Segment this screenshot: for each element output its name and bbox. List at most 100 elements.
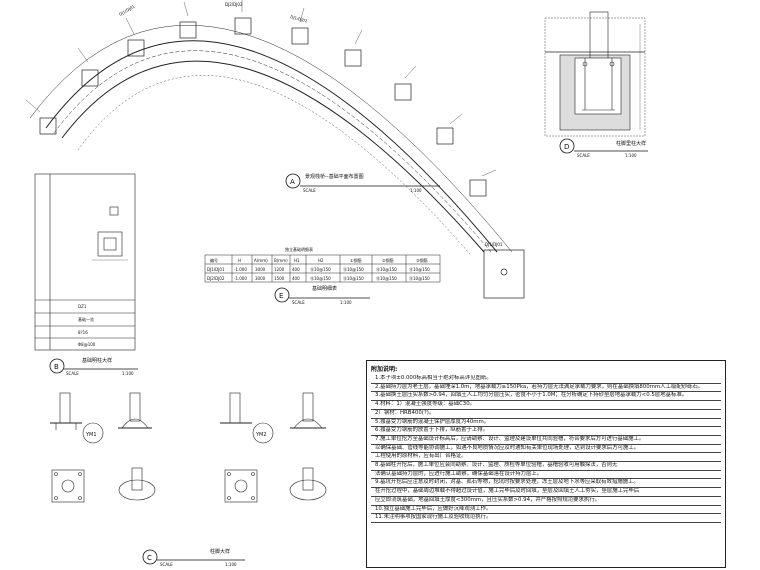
dim-label: DJ2/DJ02 (225, 2, 243, 7)
footing (81, 69, 99, 87)
svg-text:SCALE: SCALE (577, 153, 590, 158)
note-item: 2）钢材：HRB400(?)。 (371, 410, 721, 419)
table-E-row-1: DJ1/DJ01 -1.000 3000 1200 400 ⑫10@150 ⑫1… (207, 266, 430, 272)
svg-text:A(mm): A(mm) (254, 258, 268, 263)
svg-text:400: 400 (292, 276, 300, 281)
note-item: 2.基础持力层为老土层，基础埋深1.0m，地基承载力≥150Pka，若持力层无法… (371, 384, 721, 393)
note-item: 9.基坑开挖后应注意及时封闭，对基、孤石等物，挖坑时按要求处理，冻土层及地下水等… (371, 479, 721, 489)
svg-text:⑫10@150: ⑫10@150 (343, 275, 364, 281)
title-B: 基础明柱大样 (82, 357, 112, 364)
title-block-C: C 柱脚大样 SCALE 1:100 (142, 548, 245, 567)
footing (344, 49, 362, 67)
note-item: 8.基础柱开挖后，施工单位应会同勘察、设计、监理、质检等单位验槽，基槽验收可用触… (371, 462, 721, 471)
note-item: 5.独基受力钢筋的混凝土保护层厚度为40mm。 (371, 419, 721, 428)
title-D: 柱脚里柱大样 (616, 140, 646, 147)
svg-text:⑫10@150: ⑫10@150 (376, 266, 397, 272)
svg-text:DZ1: DZ1 (78, 304, 87, 309)
ym-labels: YM1 YM2 (82, 422, 274, 444)
svg-text:SCALE: SCALE (303, 188, 316, 193)
svg-text:1:100: 1:100 (122, 371, 134, 376)
footing-large (483, 249, 525, 299)
svg-text:⑫10@150: ⑫10@150 (310, 275, 331, 281)
ym2-label: YM2 (255, 432, 267, 438)
svg-text:②钢筋: ②钢筋 (382, 257, 394, 263)
arc-outer-edge (45, 40, 498, 253)
arc-radial-ticks (25, 0, 497, 177)
dim-label: DJ1/DJ01 (485, 242, 503, 247)
svg-text:B(mm): B(mm) (274, 258, 288, 263)
footing (39, 117, 57, 135)
svg-text:-1.000: -1.000 (234, 267, 247, 272)
svg-text:H1: H1 (294, 258, 300, 263)
title-block-A: A 景观栈桥--基础平面布置图 SCALE 1:100 (285, 173, 440, 193)
title-letter-B: B (54, 363, 59, 371)
svg-text:H: H (238, 258, 241, 263)
footing (127, 39, 145, 57)
note-item: 11.未注明事项按国家现行施工及验收规范执行。 (371, 514, 721, 523)
title-letter-D: D (564, 143, 569, 151)
dim-label: DJ1/DJ01 (118, 4, 136, 17)
title-letter-A: A (290, 178, 295, 186)
title-A: 景观栈桥--基础平面布置图 (305, 173, 364, 180)
notes-list: 1.本子项±0.000标高相当于绝对标高详见图纸。 2.基础持力层为老土层，基础… (371, 375, 721, 523)
footing (436, 127, 454, 145)
svg-text:1:100: 1:100 (225, 562, 237, 567)
title-E: 基础明细表 (312, 285, 337, 292)
note-item: 在开挖过程中，基础周边堆载不得超过设计值，施工完毕后及时回填，垫层及回填土人工夯… (371, 488, 721, 497)
detail-C-ym2 (220, 392, 327, 503)
arc-footings (39, 17, 525, 299)
svg-text:3000: 3000 (255, 276, 266, 281)
arc-grid-line (77, 75, 471, 255)
note-item: 4.材料：1）混凝土强度等级：基础C30。 (371, 401, 721, 410)
note-item: 6.独基受力钢筋的放置于下排，纵筋置于上排。 (371, 427, 721, 436)
note-item: 法确认基础持力层的，应进行施工勘察，确保基础落在设计持力层上。 (371, 471, 721, 480)
svg-text:-1.000: -1.000 (234, 276, 247, 281)
note-item: 1.本子项±0.000标高相当于绝对标高详见图纸。 (371, 375, 721, 384)
svg-text:1200: 1200 (274, 267, 285, 272)
title-letter-C: C (147, 554, 152, 562)
svg-text:1:100: 1:100 (625, 153, 637, 158)
svg-text:⑫10@150: ⑫10@150 (343, 266, 364, 272)
svg-text:DJ1/DJ01: DJ1/DJ01 (207, 267, 225, 272)
svg-text:⑫10@150: ⑫10@150 (409, 275, 430, 281)
note-item: 应立即浇筑基础，地基回填土厚度<300mm，且压实系数>0.94，并严格按照规范… (371, 497, 721, 506)
detail-B-table (34, 173, 136, 351)
note-item: 以确保基础、管线等能协调施工，如遇不良地质情况应及时通知有关单位现场处理，达到设… (371, 445, 721, 454)
arc-center-line (53, 50, 492, 253)
arc-dim-line (29, 25, 513, 253)
svg-text:400: 400 (292, 267, 300, 272)
footing (469, 179, 487, 197)
table-E-row-2: DJ2/DJ02 -1.000 3000 1500 400 ⑫10@150 ⑫1… (207, 275, 430, 281)
svg-text:①钢筋: ①钢筋 (350, 257, 362, 263)
arc-walkway-plan (29, 25, 513, 255)
footing (234, 17, 252, 35)
svg-text:8?16: 8?16 (78, 330, 88, 335)
title-C: 柱脚大样 (210, 548, 230, 555)
title-block-E: E 基础明细表 SCALE 1:100 (274, 285, 370, 305)
svg-text:3000: 3000 (255, 267, 266, 272)
table-E-headers: 编号 H A(mm) B(mm) H1 H2 ①钢筋 ②钢筋 ③钢筋 (210, 257, 428, 263)
detail-D-section (544, 11, 646, 137)
svg-text:H2: H2 (318, 258, 324, 263)
ym1-label: YM1 (85, 432, 97, 438)
detail-C-ym1 (50, 392, 156, 503)
notes-panel: 附加说明: 1.本子项±0.000标高相当于绝对标高详见图纸。 2.基础持力层为… (366, 360, 726, 568)
title-letter-E: E (279, 292, 283, 300)
detail-B-values: DZ1 基础一览 8?16 Φ8@100 (78, 304, 96, 347)
arc-dim-labels: DJ1/DJ01 DJ2/DJ02 DJ1/DJ01 DJ1/DJ01 (118, 2, 503, 247)
title-block-D: D 柱脚里柱大样 SCALE 1:100 (559, 138, 648, 158)
note-item: 3.基础换土层压实系数>0.94，回填土人工均匀分层压实，密度不小于1.0M；在… (371, 392, 721, 402)
dim-label: DJ1/DJ01 (290, 14, 309, 23)
svg-text:编号: 编号 (210, 257, 218, 263)
detail-E-table: 独立基础明细表 编号 H A(mm) B(mm) H1 H2 ①钢筋 ②钢筋 ③… (204, 246, 441, 283)
table-E-caption: 独立基础明细表 (285, 246, 313, 252)
footing (291, 27, 309, 45)
svg-text:SCALE: SCALE (66, 371, 79, 376)
svg-text:⑫10@150: ⑫10@150 (310, 266, 331, 272)
footing (179, 21, 197, 39)
title-block-B: B 基础明柱大样 SCALE 1:100 (49, 357, 138, 376)
svg-text:SCALE: SCALE (160, 562, 173, 567)
note-item: 工程使用的原材料，应有出厂合格证。 (371, 453, 721, 463)
svg-text:Φ8@100: Φ8@100 (78, 342, 96, 347)
